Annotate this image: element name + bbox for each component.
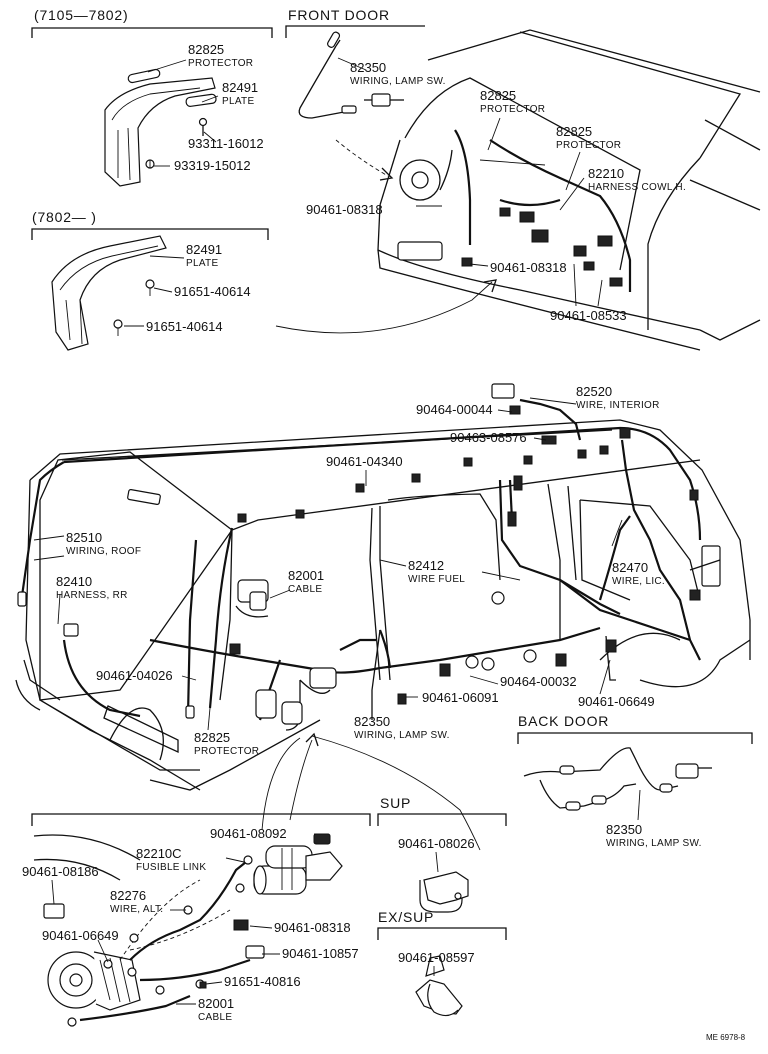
part-number-90461-06649-a: 90461-06649 <box>578 694 655 709</box>
part-name-wiring-lamp-sw-front: WIRING, LAMP SW. <box>350 76 446 87</box>
part-number-82350-back: 82350 <box>606 822 642 837</box>
part-name-fusible-link: FUSIBLE LINK <box>136 862 206 873</box>
clamp-sup-drawing <box>419 871 469 913</box>
back-door-wiring-drawing <box>523 747 712 811</box>
part-number-91651-40816: 91651-40816 <box>224 974 301 989</box>
van-harness-wires <box>17 383 702 731</box>
section-title-7105-7802: (7105—7802) <box>34 7 128 23</box>
section-title-sup: SUP <box>380 795 411 811</box>
part-number-90464-00032: 90464-00032 <box>500 674 577 689</box>
part-number-93319-15012: 93319-15012 <box>174 158 251 173</box>
part-name-cable-b: CABLE <box>198 1012 232 1023</box>
part-number-90461-06649-b: 90461-06649 <box>42 928 119 943</box>
part-number-82825-b: 82825 <box>480 88 516 103</box>
part-number-82350-front: 82350 <box>350 60 386 75</box>
section-title-back-door: BACK DOOR <box>518 713 609 729</box>
part-number-90461-08026: 90461-08026 <box>398 836 475 851</box>
drawing-code: ME 6978-8 <box>706 1033 746 1042</box>
part-number-82825: 82825 <box>188 42 224 57</box>
part-number-82350-main: 82350 <box>354 714 390 729</box>
part-name-plate-b: PLATE <box>186 258 218 269</box>
part-name-protector-c: PROTECTOR <box>556 140 621 151</box>
front-door-car-drawing <box>377 29 761 351</box>
part-name-wiring-lamp-sw-main: WIRING, LAMP SW. <box>354 730 450 741</box>
part-number-90461-08533: 90461-08533 <box>550 308 627 323</box>
part-number-91651-40614-a: 91651-40614 <box>174 284 251 299</box>
part-number-82410: 82410 <box>56 574 92 589</box>
pointer-arrows <box>261 139 497 851</box>
part-name-wire-alt: WIRE, ALT. <box>110 904 163 915</box>
part-number-82276: 82276 <box>110 888 146 903</box>
part-name-protector: PROTECTOR <box>188 58 253 69</box>
plate-bracket-b-drawing <box>51 235 167 351</box>
part-number-90461-08186: 90461-08186 <box>22 864 99 879</box>
part-name-harness-cowl: HARNESS COWL H. <box>588 182 686 193</box>
part-number-90461-10857: 90461-10857 <box>282 946 359 961</box>
part-number-82520: 82520 <box>576 384 612 399</box>
part-name-wire-lic: WIRE, LIC. <box>612 576 665 587</box>
part-name-wiring-lamp-sw-back: WIRING, LAMP SW. <box>606 838 702 849</box>
part-number-82491: 82491 <box>222 80 258 95</box>
leader-lines <box>33 57 641 1005</box>
part-number-82412: 82412 <box>408 558 444 573</box>
section-title-front-door: FRONT DOOR <box>288 7 390 23</box>
part-name-cable-a: CABLE <box>288 584 322 595</box>
section-title-ex-sup: EX/SUP <box>378 909 434 925</box>
plate-bracket-a-drawing <box>104 68 217 187</box>
section-titles: (7105—7802) (7802— ) FRONT DOOR BACK DOO… <box>32 7 609 925</box>
part-number-90463-08576: 90463-08576 <box>450 430 527 445</box>
part-name-harness-rr: HARNESS, RR <box>56 590 128 601</box>
starter-motor-drawing <box>253 833 343 895</box>
part-number-91651-40614-b: 91651-40614 <box>146 319 223 334</box>
part-number-82001-a: 82001 <box>288 568 324 583</box>
part-number-90461-08597: 90461-08597 <box>398 950 475 965</box>
part-name-wire-fuel: WIRE FUEL <box>408 574 465 585</box>
part-number-90461-04026: 90461-04026 <box>96 668 173 683</box>
part-number-93311-16012: 93311-16012 <box>188 136 264 151</box>
part-number-82825-d: 82825 <box>194 730 230 745</box>
alternator-drawing <box>33 834 265 1027</box>
section-title-7802: (7802— ) <box>32 209 97 225</box>
part-name-wire-interior: WIRE, INTERIOR <box>576 400 660 411</box>
part-name-plate: PLATE <box>222 96 254 107</box>
part-number-82491-b: 82491 <box>186 242 222 257</box>
part-number-90461-08092: 90461-08092 <box>210 826 287 841</box>
part-number-82001-b: 82001 <box>198 996 234 1011</box>
part-number-82470: 82470 <box>612 560 648 575</box>
part-number-90461-08318-a: 90461-08318 <box>306 202 383 217</box>
part-number-90461-04340: 90461-04340 <box>326 454 403 469</box>
part-number-90461-06091: 90461-06091 <box>422 690 499 705</box>
part-number-82825-c: 82825 <box>556 124 592 139</box>
part-number-82210c: 82210C <box>136 846 182 861</box>
part-number-82510: 82510 <box>66 530 102 545</box>
part-name-wiring-roof: WIRING, ROOF <box>66 546 141 557</box>
part-number-90461-08318-b: 90461-08318 <box>490 260 567 275</box>
part-name-protector-d: PROTECTOR <box>194 746 259 757</box>
part-number-90464-00044: 90464-00044 <box>416 402 493 417</box>
part-name-protector-b: PROTECTOR <box>480 104 545 115</box>
part-number-82210: 82210 <box>588 166 624 181</box>
front-door-lamp-wiring-drawing <box>298 31 404 119</box>
clamp-ex-sup-drawing <box>415 955 463 1017</box>
part-labels: 82825 PROTECTOR 82491 PLATE 93311-16012 … <box>22 42 702 1023</box>
part-number-90461-08318-c: 90461-08318 <box>274 920 351 935</box>
section-brackets <box>31 25 753 940</box>
